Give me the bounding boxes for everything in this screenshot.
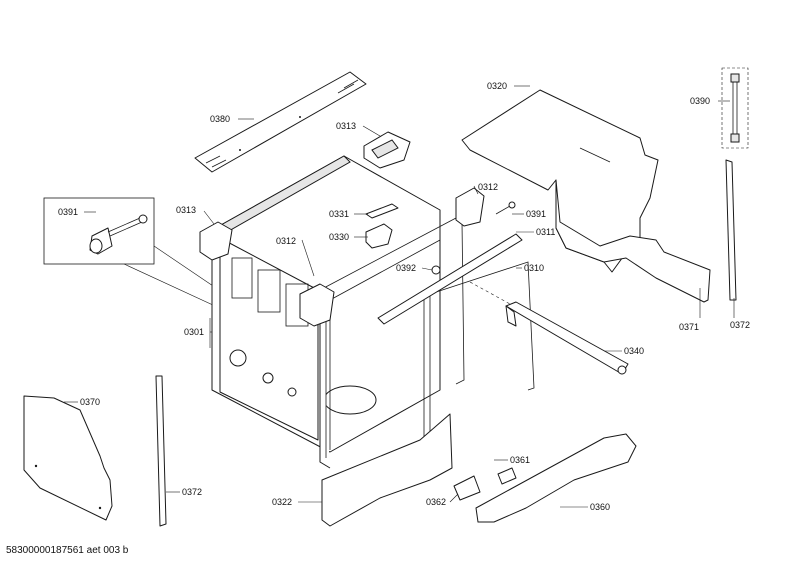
callout-0392: 0392 — [396, 263, 416, 273]
part-0310-frame — [319, 217, 535, 469]
callout-labels: 0380 0313 0320 0390 0391 0313 0312 0331 … — [58, 81, 750, 512]
callout-0313-top: 0313 — [336, 121, 356, 131]
part-0392-nut — [431, 265, 441, 275]
part-0313-bracket-left — [199, 221, 233, 261]
part-0380-top-plate — [194, 71, 367, 173]
part-0360-base-tray — [475, 433, 637, 523]
callout-0371: 0371 — [679, 322, 699, 332]
part-0362-clip — [453, 475, 481, 501]
part-0372-side-strip-right — [725, 159, 737, 301]
part-0313-bracket-top — [363, 131, 411, 169]
callout-0312-left: 0312 — [276, 236, 296, 246]
callout-0330: 0330 — [329, 232, 349, 242]
callout-0312-right: 0312 — [478, 182, 498, 192]
part-0391-screw — [495, 201, 516, 215]
callout-0331: 0331 — [329, 209, 349, 219]
part-0311-rail — [377, 233, 523, 325]
callout-0390: 0390 — [690, 96, 710, 106]
callout-0322: 0322 — [272, 497, 292, 507]
callout-0372-right: 0372 — [730, 320, 750, 330]
part-0361-clip — [497, 467, 517, 485]
callout-0320: 0320 — [487, 81, 507, 91]
callout-0391-right: 0391 — [526, 209, 546, 219]
part-0330 — [365, 223, 393, 249]
part-0312-bracket-right — [455, 187, 485, 227]
callout-0391-detail: 0391 — [58, 207, 78, 217]
part-0331 — [365, 203, 399, 219]
callout-0370: 0370 — [80, 397, 100, 407]
part-0340-slide-rail — [469, 281, 629, 375]
part-0390-hose — [721, 67, 749, 149]
drawing-id: 58300000187561 aet 003 b — [6, 545, 129, 556]
callout-0340: 0340 — [624, 346, 644, 356]
part-0320-insulation-mat — [461, 89, 711, 303]
callout-0313-left: 0313 — [176, 205, 196, 215]
part-0312-bracket-left — [299, 283, 335, 327]
callout-0380: 0380 — [210, 114, 230, 124]
part-0372-side-strip-left — [155, 375, 167, 527]
callout-0372-left: 0372 — [182, 487, 202, 497]
callout-0362: 0362 — [426, 497, 446, 507]
part-0370-side-panel — [23, 395, 113, 521]
callout-0361: 0361 — [510, 455, 530, 465]
callout-0360: 0360 — [590, 502, 610, 512]
callout-0311: 0311 — [536, 227, 555, 237]
leader-lines — [64, 85, 735, 508]
callout-0301: 0301 — [184, 327, 204, 337]
callout-0310: 0310 — [524, 263, 544, 273]
part-0322-kick-plate — [321, 413, 453, 527]
